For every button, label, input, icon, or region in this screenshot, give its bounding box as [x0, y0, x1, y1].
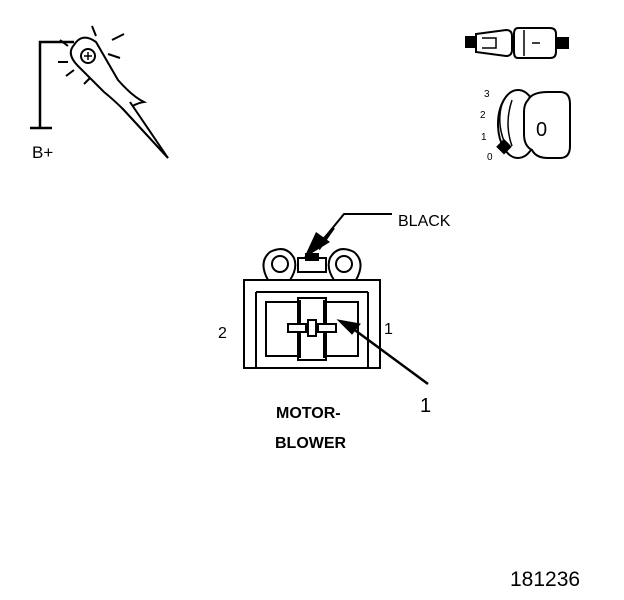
connector-icon [465, 27, 569, 59]
figure-number: 181236 [510, 568, 580, 591]
callout-arrowhead [336, 319, 361, 335]
ignition-position-0: 0 [487, 152, 493, 163]
ignition-position-3: 3 [484, 89, 490, 100]
light-rays-icon [58, 25, 125, 85]
ignition-position-1: 1 [481, 132, 487, 143]
test-light-icon [30, 25, 169, 159]
pin-1-label: 1 [384, 321, 393, 338]
black-label: BLACK [398, 213, 451, 230]
connector-plug [475, 28, 513, 58]
ignition-key-icon [496, 89, 571, 159]
ground-wire [38, 40, 74, 128]
b-plus-label: B+ [32, 143, 53, 162]
key-face-letter: 0 [536, 119, 547, 141]
title-line-1: MOTOR- [276, 405, 341, 422]
ignition-position-2: 2 [480, 110, 486, 121]
callout-number: 1 [420, 395, 431, 417]
connector-stub-left [465, 36, 477, 48]
black-leader [304, 213, 392, 258]
callout-arrow [336, 319, 429, 386]
pin-2-label: 2 [218, 325, 227, 342]
motor-blower-connector [243, 248, 381, 369]
connector-stub-right [555, 37, 569, 49]
ignition-key-head [523, 91, 571, 159]
title-line-2: BLOWER [275, 435, 347, 452]
ignition-pointer [496, 138, 512, 155]
terminal-1 [317, 300, 337, 358]
terminal-2 [287, 300, 307, 358]
probe-body [69, 36, 148, 114]
